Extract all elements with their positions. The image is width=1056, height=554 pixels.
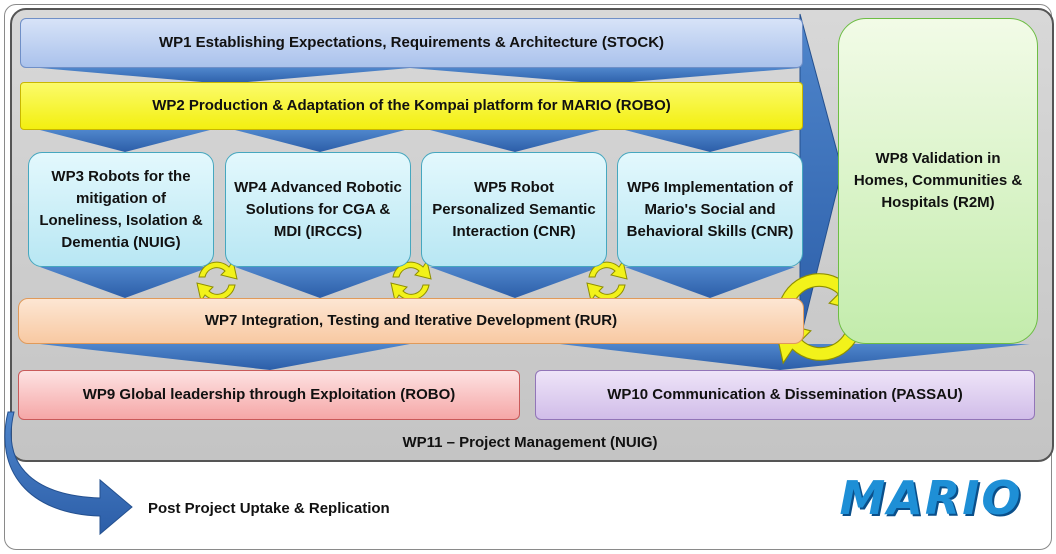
- wp3-label: WP3 Robots for the mitigation of Lonelin…: [39, 167, 203, 251]
- arrow-wp6-wp7: [625, 267, 795, 298]
- mario-logo: MARIO: [839, 471, 1023, 525]
- wp1-box: WP1 Establishing Expectations, Requireme…: [20, 18, 803, 68]
- wp9-box: WP9 Global leadership through Exploitati…: [18, 370, 520, 420]
- wp10-box: WP10 Communication & Dissemination (PASS…: [535, 370, 1035, 420]
- wp8-label: WP8 Validation in Homes, Communities & H…: [853, 150, 1023, 211]
- cycle-icon: [196, 259, 238, 303]
- wp2-label: WP2 Production & Adaptation of the Kompa…: [152, 97, 671, 114]
- wp4-label: WP4 Advanced Robotic Solutions for CGA &…: [234, 178, 402, 240]
- arrow-wp5-wp7: [430, 267, 600, 298]
- arrow-wp2-wp6: [625, 130, 795, 152]
- arrow-wp1-wp2: [40, 68, 410, 84]
- wp7-box: WP7 Integration, Testing and Iterative D…: [18, 298, 804, 344]
- wp2-box: WP2 Production & Adaptation of the Kompa…: [20, 82, 803, 130]
- arrow-wp3-wp7: [40, 267, 210, 298]
- arrow-wp2-wp3: [40, 130, 210, 152]
- wp6-box: WP6 Implementation of Mario's Social and…: [617, 152, 803, 267]
- wp3-box: WP3 Robots for the mitigation of Lonelin…: [28, 152, 214, 267]
- wp1-label: WP1 Establishing Expectations, Requireme…: [158, 34, 665, 51]
- wp8-box: WP8 Validation in Homes, Communities & H…: [838, 18, 1038, 344]
- wp6-label: WP6 Implementation of Mario's Social and…: [626, 178, 794, 240]
- wp5-box: WP5 Robot Personalized Semantic Interact…: [421, 152, 607, 267]
- wp4-box: WP4 Advanced Robotic Solutions for CGA &…: [225, 152, 411, 267]
- arrow-wp4-wp7: [235, 267, 405, 298]
- wp5-label: WP5 Robot Personalized Semantic Interact…: [432, 178, 596, 240]
- post-project-label: Post Project Uptake & Replication: [148, 500, 390, 517]
- wp11-label: WP11 – Project Management (NUIG): [402, 434, 658, 451]
- arrow-wp7-wp9: [40, 344, 410, 370]
- arrow-wp2-wp4: [235, 130, 405, 152]
- arrow-wp2-wp5: [430, 130, 600, 152]
- wp7-label: WP7 Integration, Testing and Iterative D…: [204, 312, 618, 329]
- arrow-post-project: [4, 411, 133, 536]
- wp10-label: WP10 Communication & Dissemination (PASS…: [607, 386, 963, 403]
- wp9-label: WP9 Global leadership through Exploitati…: [82, 386, 456, 403]
- arrow-wp7-wp10: [560, 344, 1030, 370]
